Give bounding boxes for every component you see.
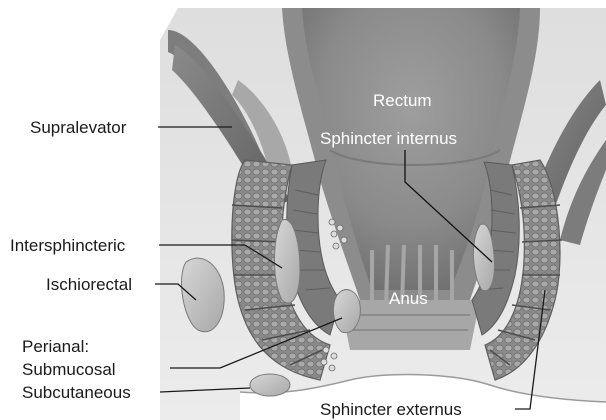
label-ischiorectal: Ischiorectal: [46, 275, 132, 294]
label-rectum: Rectum: [373, 91, 432, 110]
illustration: [160, 8, 606, 420]
label-anus: Anus: [389, 289, 428, 308]
submucosal-abscess: [333, 290, 360, 333]
subcutaneous-abscess: [250, 374, 290, 396]
label-sphincter-externus: Sphincter externus: [320, 400, 462, 419]
label-intersphincteric: Intersphincteric: [10, 236, 126, 255]
label-subcutaneous: Subcutaneous: [22, 383, 131, 402]
label-submucosal: Submucosal: [22, 360, 116, 379]
label-supralevator: Supralevator: [30, 118, 127, 137]
label-sphincter-internus: Sphincter internus: [320, 129, 457, 148]
label-perianal: Perianal:: [22, 337, 89, 356]
